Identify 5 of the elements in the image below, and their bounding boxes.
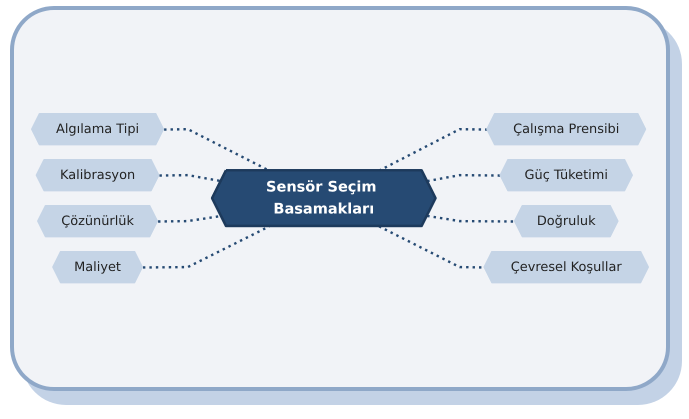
connector: [427, 174, 500, 183]
connector: [159, 174, 222, 183]
connector: [158, 215, 222, 224]
connector: [427, 215, 515, 224]
connector: [378, 226, 484, 270]
